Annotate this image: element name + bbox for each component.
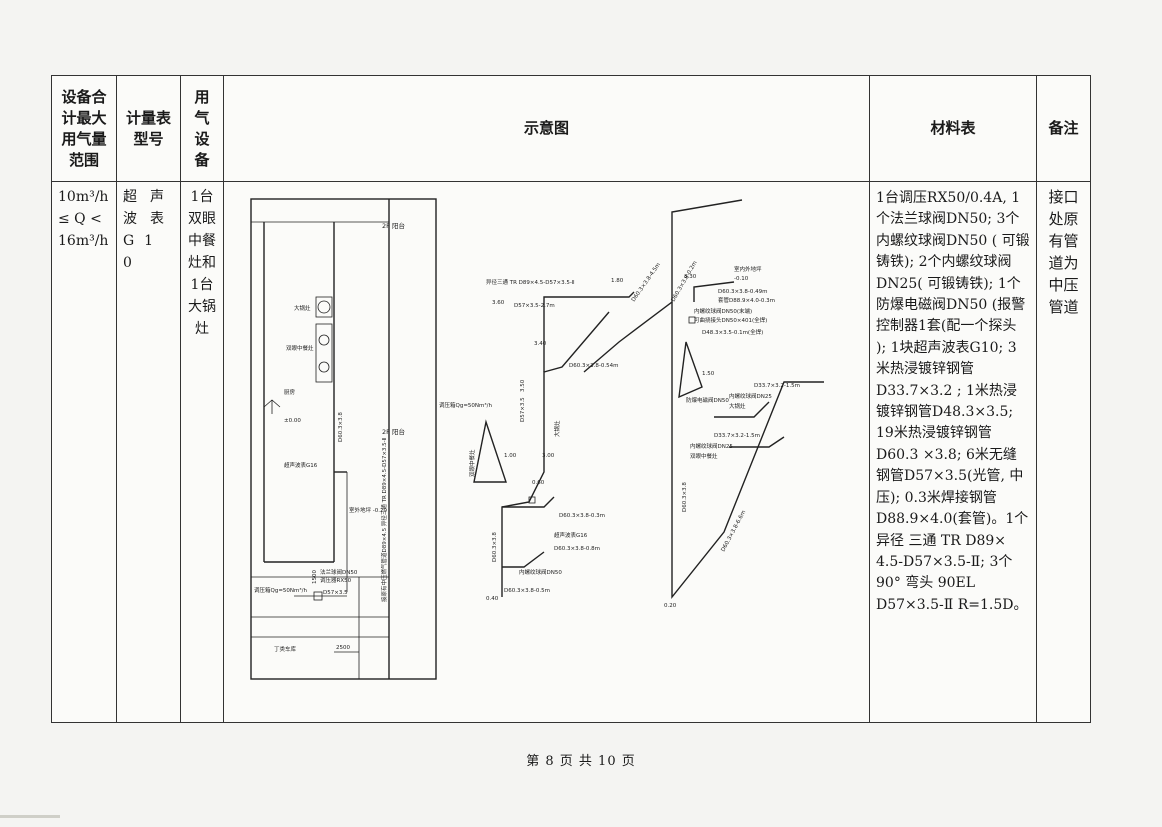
iso-regulator: 调压箱Qg=50Nm³/h [439,401,492,409]
iso-meter: 超声波表G16 [554,531,588,539]
plan-kitchen-level: ±0.00 [284,418,301,424]
iso-level-300: 3.00 [542,453,555,459]
iso-pipe-d603-03: D60.3×3.8-0.3m [559,513,605,519]
iso-upper-run [543,291,635,372]
iso-level-040: 0.40 [486,596,499,602]
double-stove-burner-1-icon [318,334,330,346]
plan-double-stove: 双眼中餐灶 [286,344,314,352]
plan-connection-note: 接原有中压燃气管道D89×4.5 异径三通 TR D89×4.5-D57×3.5… [380,437,388,602]
iso-valve-1-icon [528,496,536,504]
iso-branch-top [693,281,735,302]
header-materials: 材料表 [869,75,1037,182]
iso-level-360: 3.60 [492,300,505,306]
iso-level-180: 1.80 [611,278,624,284]
iso-valve-dn50-flex: 内螺纹球阀DN50(末端) [694,307,752,315]
header-range: 设备合计最大用气量范围 [51,75,117,182]
plan-floor-top: 2F 阳台 [382,221,405,230]
iso-valve-dn25a: 内螺纹球阀DN25 [729,392,772,400]
page-footer: 第 8 页 共 10 页 [526,754,636,769]
iso-top-run [583,199,743,373]
table-header-row: 设备合计最大用气量范围 计量表型号 用气设备 示意图 材料表 备注 [51,75,1091,182]
plan-outline [250,198,437,680]
plan-bottom-label: 丁类车库 [274,645,297,653]
iso-casing: 套管D88.9×4.0-0.3m [718,296,775,304]
door-icon [263,399,281,414]
iso-valve-dn50: 防爆电磁阀DN50 [686,396,729,404]
iso-pipe-d603-08: D60.3×3.8-0.8m [554,546,600,552]
iso-level-330: 3.30 [684,274,697,280]
header-device: 用气设备 [180,75,224,182]
iso-valve-dn25b: 内螺纹球阀DN25 [690,442,733,450]
iso-valve-2-icon [688,316,696,324]
iso-level-100: 1.00 [504,453,517,459]
piping-diagram: 2F 阳台 2F 阳台 大锅灶 双眼中餐灶 厨房 ±0.00 超声波表G16 D… [250,198,824,680]
plan-regulator: 调压箱Qg=50Nm³/h [254,586,307,594]
iso-level-060: 0.60 [532,480,545,486]
iso-stove-branch-2 [729,436,785,448]
plan-pipe-vertical: D60.3×3.8 [338,412,344,442]
iso-pipe-d57-35: D57×3.5 [520,397,526,422]
cell-remarks: 接口处原有管道为中压管道 [1036,181,1091,723]
iso-stove-big: 大锅灶 [729,402,746,410]
plan-pipe-horizontal: D57×3.5 [323,590,348,596]
cell-range: 10m³/h ≤ Q < 16m³/h [51,181,117,723]
iso-level-020: 0.20 [664,603,677,609]
iso-level-350: 3.50 [520,379,526,392]
plan-view: 2F 阳台 2F 阳台 大锅灶 双眼中餐灶 厨房 ±0.00 超声波表G16 D… [250,198,437,680]
cell-device: 1台双眼中餐灶和1台大锅灶 [180,181,224,723]
page-edge-mark [0,815,60,818]
plan-floor-mid: 2F 阳台 [382,427,405,436]
iso-main-riser [501,311,610,597]
header-meter: 计量表型号 [116,75,181,182]
iso-level-150: 1.50 [702,371,715,377]
iso-stove-double: 双眼中餐灶 [690,452,718,460]
double-stove-burner-2-icon [318,361,330,373]
cell-materials: 1台调压RX50/0.4A, 1个法兰球阀DN50; 3个内螺纹球阀DN50 (… [869,181,1037,723]
gas-installation-spec-table: 设备合计最大用气量范围 计量表型号 用气设备 示意图 材料表 备注 10m³/h… [51,75,1091,723]
cell-diagram: 2F 阳台 2F 阳台 大锅灶 双眼中餐灶 厨房 ±0.00 超声波表G16 D… [223,181,870,723]
iso-flex-hose: 可曲挠接头DN50×401(全焊) [694,316,767,324]
plan-meter: 超声波表G16 [284,461,318,469]
plan-big-stove: 大锅灶 [294,304,311,312]
big-stove-burner-icon [317,300,331,314]
header-diagram: 示意图 [223,75,870,182]
iso-pipe-d483: D48.3×3.5-0.1m(全焊) [702,328,763,336]
iso-pipe-d603-54: D60.3×3.8-0.54m [569,363,618,369]
iso-pipe-d603-38-lower: D60.3×3.8 [492,532,498,562]
iso-pipe-d337-15b: D33.7×3.2-1.5m [714,433,760,439]
iso-meter-icon [678,341,703,399]
isometric-view: 异径三通 TR D89×4.5-D57×3.5-Ⅱ D57×3.5-2.7m 3… [439,199,824,609]
plan-valve-note-2: 调压器RX50 [320,576,352,584]
iso-pipe-d57-27: D57×3.5-2.7m [514,303,555,309]
iso-big-stove: 大锅灶 [553,420,561,437]
iso-regulator-icon [473,419,507,483]
iso-bottom-branch [502,551,545,568]
iso-probe: 室内外地坪 [734,265,762,273]
iso-pipe-d603-38-right: D60.3×3.8 [682,482,688,512]
plan-kitchen: 厨房 [284,388,296,396]
iso-pipe-d337-15a: D33.7×3.2-1.5m [754,383,800,389]
big-stove-icon [315,296,333,318]
iso-pipe-d603-45: D60.3×3.8-4.5m [631,262,662,303]
iso-tee-label: 异径三通 TR D89×4.5-D57×3.5-Ⅱ [486,278,575,286]
table-row: 10m³/h ≤ Q < 16m³/h 超声波表 G10 1台双眼中餐灶和1台大… [51,181,1091,723]
iso-level-340: 3.40 [534,341,547,347]
iso-lower-branch [502,496,555,508]
plan-dim-1500: 1500 [312,570,318,584]
iso-level-010: -0.10 [734,276,749,282]
iso-pipe-d603-05: D60.3×3.8-0.5m [504,588,550,594]
header-remarks: 备注 [1036,75,1091,182]
iso-double-stove-note: 双眼中餐灶 [468,449,476,477]
double-stove-icon [315,323,333,383]
plan-outdoor-level: 室外地坪 -0.20 [349,506,387,514]
iso-stove-branch-1 [714,401,770,418]
iso-drop-run [671,302,824,599]
iso-pipe-d603-049: D60.3×3.8-0.49m [718,289,767,295]
iso-solenoid: 内螺纹球阀DN50 [519,568,562,576]
cell-meter: 超声波表 G10 [116,181,181,723]
plan-valve-note-1: 法兰球阀DN50 [320,568,358,576]
plan-dim-2500: 2500 [336,645,350,651]
